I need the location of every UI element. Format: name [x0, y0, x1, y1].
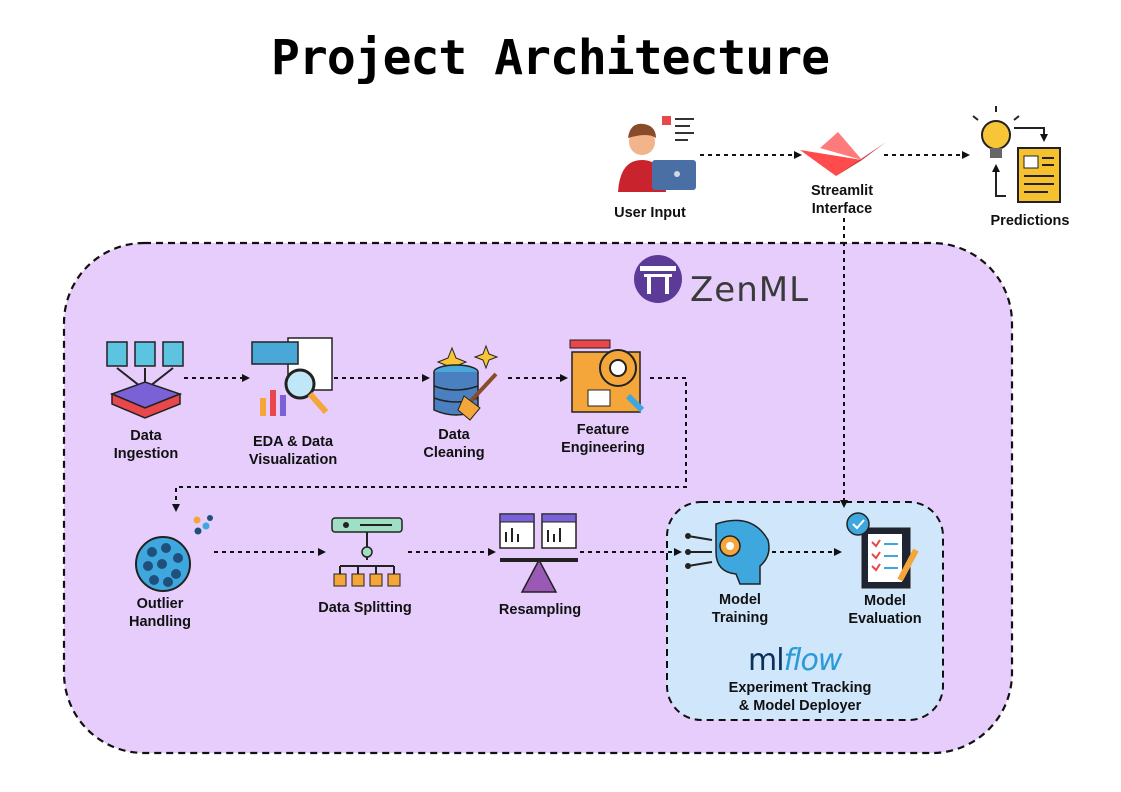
chart-magnifier-icon [251, 337, 333, 416]
evaluation-label: Model Evaluation [835, 592, 935, 628]
evaluation-label-line2: Evaluation [848, 611, 922, 627]
zenml-logo-icon [634, 255, 682, 303]
edge-feature-outlier [172, 377, 687, 512]
training-label-line2: Training [711, 610, 769, 626]
mlflow-logo-ml: ml [748, 643, 785, 678]
lightbulb-report-icon [972, 106, 1061, 203]
feature-label: Feature Engineering [548, 421, 658, 457]
eda-label-line1: EDA & Data [252, 434, 334, 450]
predictions-label: Predictions [990, 213, 1070, 229]
streamlit-logo-icon [800, 132, 886, 176]
page-title: Project Architecture [271, 30, 830, 86]
brain-gear-icon [685, 519, 770, 585]
user-input-label: User Input [614, 205, 686, 221]
mlflow-logo-flow: flow [783, 643, 843, 678]
streamlit-label: Streamlit Interface [792, 182, 892, 218]
outlier-label-line1: Outlier [136, 596, 184, 612]
zenml-logo-text: ZenML [690, 270, 810, 310]
training-label: Model Training [690, 591, 790, 627]
outlier-label-line2: Handling [128, 614, 192, 630]
outlier-label: Outlier Handling [110, 595, 210, 631]
resampling-label: Resampling [498, 602, 582, 618]
feature-label-line1: Feature [576, 422, 630, 438]
cleaning-label-line2: Cleaning [423, 445, 485, 461]
split-tree-icon [331, 517, 403, 587]
gear-blueprint-icon [569, 339, 645, 413]
evaluation-label-line1: Model [864, 593, 906, 609]
mlflow-caption-line1: Experiment Tracking [728, 680, 872, 696]
checklist-gear-icon [846, 512, 919, 589]
streamlit-label-line1: Streamlit [810, 183, 874, 199]
mlflow-caption: Experiment Tracking & Model Deployer [705, 679, 895, 715]
feature-label-line2: Engineering [561, 440, 645, 456]
cleaning-label-line1: Data [438, 427, 470, 443]
mlflow-caption-line2: & Model Deployer [738, 698, 862, 714]
ingestion-label-line2: Ingestion [113, 446, 179, 462]
ingestion-label-line1: Data [130, 428, 162, 444]
splitting-label: Data Splitting [318, 600, 412, 616]
ingestion-label: Data Ingestion [96, 427, 196, 463]
database-broom-icon [433, 344, 499, 421]
streamlit-label-line2: Interface [811, 201, 873, 217]
cleaning-label: Data Cleaning [404, 426, 504, 462]
balance-scale-icon [499, 513, 578, 593]
eda-label-line2: Visualization [248, 452, 338, 468]
mlflow-logo: mlflow [748, 643, 843, 678]
eda-label: EDA & Data Visualization [238, 433, 348, 469]
user-laptop-icon [618, 116, 696, 192]
training-label-line1: Model [719, 592, 761, 608]
outlier-circle-icon [135, 515, 213, 592]
documents-database-icon [106, 341, 184, 419]
